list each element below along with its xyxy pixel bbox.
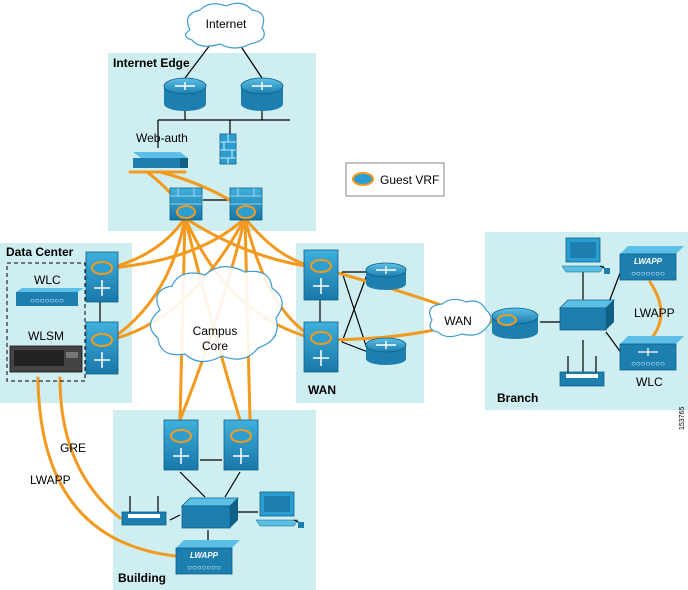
campus-core-label-line2: Core	[202, 339, 228, 353]
wan-router-top-icon	[365, 262, 407, 290]
gre-link-label: GRE	[60, 441, 86, 455]
edge-firewall-switch-left-icon	[169, 187, 203, 221]
wired-links	[99, 44, 623, 542]
edge-firewall-icon	[219, 133, 237, 165]
campus-core-cloud: Campus Core	[149, 266, 283, 363]
svg-text:○○○○○○○: ○○○○○○○	[30, 296, 64, 305]
legend: Guest VRF	[345, 162, 445, 197]
internet-label: Internet	[206, 17, 247, 31]
svg-text:○○○○○○○: ○○○○○○○	[631, 359, 665, 368]
wan-switch-bottom-icon	[303, 321, 339, 373]
edge-firewall-switch-right-icon	[229, 187, 263, 221]
lwapp-dc-link-label: LWAPP	[30, 473, 71, 487]
campus-core-label-line1: Campus	[193, 324, 238, 338]
wan-cloud: WAN	[429, 298, 492, 338]
internet-edge-label: Internet Edge	[113, 56, 190, 70]
dc-switch-top-icon	[85, 251, 119, 303]
branch-access-point-icon	[559, 356, 605, 387]
building-switch-right-icon	[223, 419, 259, 471]
guest-vrf-legend-icon	[352, 172, 374, 186]
edge-router-right-icon	[240, 77, 284, 111]
dc-wlc-icon: ○○○○○○○	[16, 288, 84, 306]
wan-router-bottom-icon	[365, 337, 407, 365]
branch-router-icon	[491, 307, 539, 339]
wlsm-label: WLSM	[28, 329, 64, 343]
branch-pc-icon	[561, 237, 610, 274]
wan-zone-label: WAN	[308, 383, 336, 397]
branch-switch-icon	[559, 299, 615, 331]
branch-lwapp-link-label: LWAPP	[634, 306, 675, 320]
branch-zone-label: Branch	[497, 391, 538, 405]
building-switch-left-icon	[163, 419, 199, 471]
building-lwapp-badge: LWAPP	[190, 551, 219, 560]
building-lwapp-ap-icon: LWAPP ○○○○○○○	[175, 540, 240, 575]
internet-cloud: Internet	[184, 2, 265, 49]
wan-cloud-label: WAN	[444, 314, 472, 328]
web-auth-label: Web-auth	[136, 131, 188, 145]
edge-router-left-icon	[163, 77, 207, 111]
data-center-label: Data Center	[6, 245, 74, 259]
branch-wlc-icon: ○○○○○○○	[619, 336, 684, 371]
wan-switch-top-icon	[303, 249, 339, 301]
dc-wireless-enclosure	[6, 262, 86, 382]
building-pc-icon	[255, 491, 304, 528]
dc-wlc-label: WLC	[34, 273, 61, 287]
figure-id: 153765	[679, 407, 686, 430]
branch-lwapp-ap-icon: LWAPP ○○○○○○○	[619, 246, 684, 281]
web-auth-appliance-icon	[133, 152, 188, 168]
building-access-point-icon	[121, 496, 167, 526]
building-access-switch-icon	[181, 497, 239, 529]
building-zone-label: Building	[118, 571, 166, 585]
svg-text:○○○○○○○: ○○○○○○○	[631, 269, 665, 278]
svg-text:○○○○○○○: ○○○○○○○	[187, 563, 221, 572]
dc-switch-bottom-icon	[85, 321, 119, 375]
wlsm-module-icon	[9, 345, 83, 373]
branch-wlc-label: WLC	[636, 375, 663, 389]
branch-lwapp-badge: LWAPP	[634, 257, 663, 266]
legend-guest-vrf-label: Guest VRF	[380, 173, 439, 187]
